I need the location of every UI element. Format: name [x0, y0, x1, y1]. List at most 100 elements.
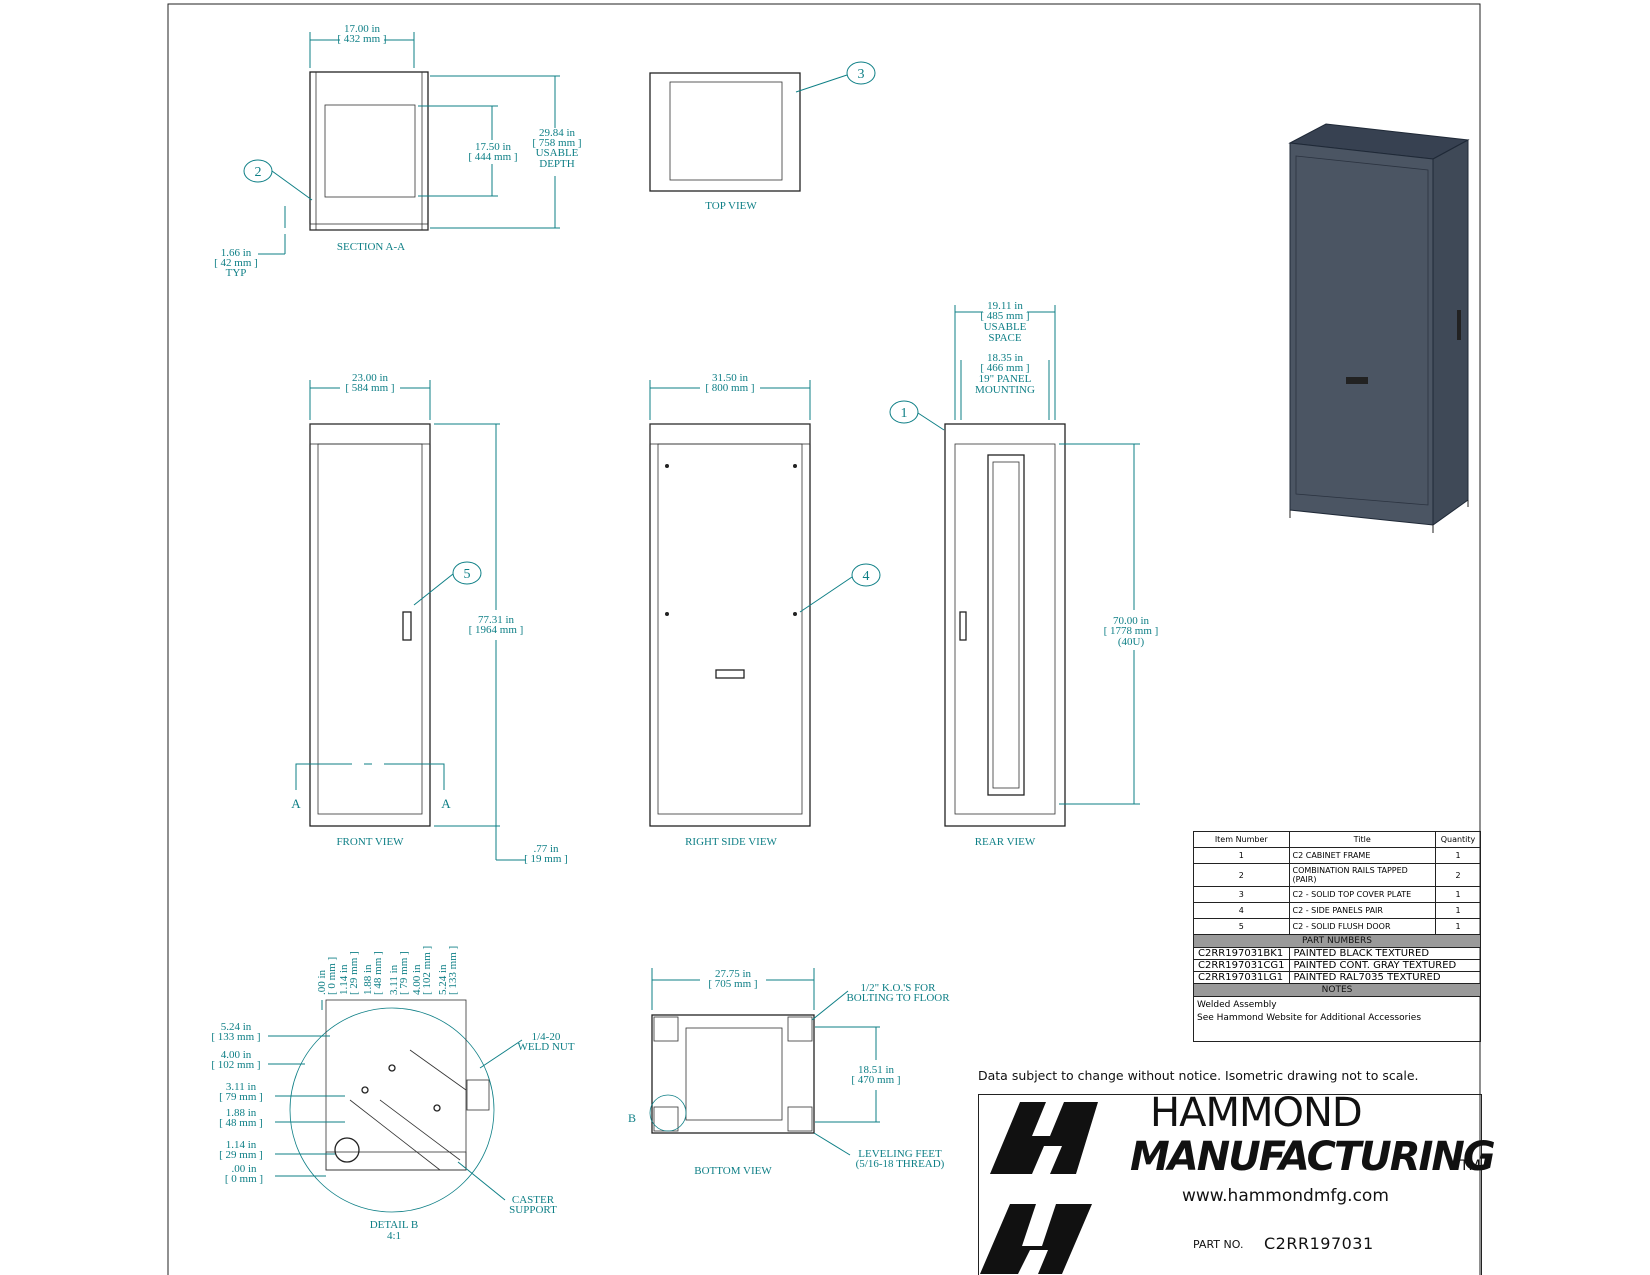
hammond-logo — [980, 1102, 1098, 1274]
dim-detail-left-0: 5.24 in — [221, 1021, 252, 1033]
dim-detail-weld: 1/4-20 — [532, 1031, 561, 1043]
dim-bottom-width-mm: [ 705 mm ] — [708, 978, 757, 990]
table-row: 5 C2 - SOLID FLUSH DOOR 1 — [1193, 918, 1481, 935]
bom-qty: 1 — [1435, 886, 1481, 903]
dim-detail-top-2: 1.88 in — [362, 964, 374, 995]
bottom-view: B 27.75 in [ 705 mm ] 18.51 in [ 470 mm … — [628, 968, 950, 1177]
dim-bottom-depth: 18.51 in — [858, 1064, 895, 1076]
bom-header-item: Item Number — [1193, 831, 1290, 848]
bom-item: 3 — [1193, 886, 1290, 903]
bom-title: C2 - SOLID FLUSH DOOR — [1288, 918, 1437, 935]
note-line: See Hammond Website for Additional Acces… — [1197, 1013, 1422, 1023]
bom-item: 2 — [1193, 863, 1290, 887]
brand-name-line2: MANUFACTURING — [1130, 1134, 1496, 1180]
dim-detail-left-1-mm: [ 102 mm ] — [211, 1059, 260, 1071]
dim-rear-panel-note1: 19" PANEL — [979, 373, 1032, 385]
dim-detail-top-4: 4.00 in — [411, 964, 423, 995]
trademark: TM — [1460, 1158, 1481, 1174]
part-no-value: C2RR197031 — [1264, 1234, 1374, 1253]
callout-3-label: 3 — [858, 67, 865, 82]
label-bottom-view: BOTTOM VIEW — [694, 1165, 772, 1177]
notes-header: NOTES — [1193, 983, 1481, 997]
callout-1-label: 1 — [901, 406, 908, 421]
disclaimer-footnote: Data subject to change without notice. I… — [978, 1068, 1419, 1083]
dim-section-depth-note2: DEPTH — [539, 158, 575, 170]
dim-detail-top-1-mm: [ 29 mm ] — [348, 951, 360, 995]
dim-side-width: 31.50 in — [712, 372, 749, 384]
part-number-desc: PAINTED RAL7035 TEXTURED — [1288, 971, 1482, 984]
section-aa-view: 17.00 in [ 432 mm ] 29.84 in [ 758 mm ] … — [214, 23, 581, 279]
dim-detail-left-0-mm: [ 133 mm ] — [211, 1031, 260, 1043]
dim-detail-top-3: 3.11 in — [388, 964, 400, 995]
part-number-row: C2RR197031BK1 PAINTED BLACK TEXTURED — [1193, 947, 1482, 960]
part-numbers-header-row: PART NUMBERS — [1193, 934, 1481, 948]
notes-header-row: NOTES — [1193, 983, 1481, 997]
bom-qty: 1 — [1435, 847, 1481, 864]
top-view: 3 TOP VIEW — [649, 61, 876, 212]
label-right-side-view: RIGHT SIDE VIEW — [685, 836, 777, 848]
dim-detail-top-1: 1.14 in — [338, 964, 350, 995]
bom-qty: 1 — [1435, 902, 1481, 919]
dim-rear-usable: 19.11 in — [987, 300, 1023, 312]
right-side-view: 31.50 in [ 800 mm ] 4 RIGHT SIDE VIEW — [649, 372, 881, 848]
dim-detail-caster-note: SUPPORT — [509, 1204, 557, 1216]
dim-rear-height-mm: [ 1778 mm ] — [1104, 625, 1159, 637]
detail-b-view: .00 in [ 0 mm ] 1.14 in [ 29 mm ] 1.88 i… — [211, 946, 574, 1242]
callout-3 — [846, 61, 876, 85]
dim-bottom-feet: LEVELING FEET — [858, 1148, 942, 1160]
website-url: www.hammondmfg.com — [1182, 1186, 1389, 1206]
callout-2-label: 2 — [255, 165, 262, 180]
dim-detail-left-3: 1.88 in — [226, 1107, 257, 1119]
dim-section-width-mm: [ 432 mm ] — [337, 33, 386, 45]
dim-section-depth: 29.84 in — [539, 127, 576, 139]
bill-of-materials: Item Number Title Quantity 1 C2 CABINET … — [1193, 831, 1482, 1042]
bom-qty: 1 — [1435, 918, 1481, 935]
dim-rear-usable-note2: SPACE — [988, 332, 1022, 344]
dim-bottom-feet-note: (5/16-18 THREAD) — [856, 1158, 945, 1170]
dim-section-depth-mm: [ 758 mm ] — [532, 137, 581, 149]
dim-detail-top-4-mm: [ 102 mm ] — [421, 946, 433, 995]
bom-title: C2 CABINET FRAME — [1288, 847, 1437, 864]
sheet-border — [167, 3, 1481, 1275]
callout-4 — [851, 563, 881, 587]
bom-header-qty: Quantity — [1435, 831, 1481, 848]
bom-item: 5 — [1193, 918, 1290, 935]
dim-detail-left-5: .00 in — [231, 1163, 257, 1175]
dim-section-inner: 17.50 in — [475, 141, 512, 153]
bom-item: 4 — [1193, 902, 1290, 919]
dim-detail-left-4-mm: [ 29 mm ] — [219, 1149, 263, 1161]
title-block — [978, 1094, 1482, 1275]
table-row: 4 C2 - SIDE PANELS PAIR 1 — [1193, 902, 1481, 919]
part-number: C2RR197031BK1 — [1193, 947, 1290, 960]
dim-bottom-width: 27.75 in — [715, 968, 752, 980]
brand-name-line1: HAMMOND — [1150, 1090, 1363, 1136]
bom-header-row: Item Number Title Quantity — [1193, 831, 1481, 848]
dim-detail-left-5-mm: [ 0 mm ] — [225, 1173, 263, 1185]
label-rear-view: REAR VIEW — [975, 836, 1036, 848]
dim-front-height-mm: [ 1964 mm ] — [469, 624, 524, 636]
dim-side-width-mm: [ 800 mm ] — [705, 382, 754, 394]
dim-rear-height-note: (40U) — [1118, 636, 1145, 648]
dim-rear-panel-note2: MOUNTING — [975, 384, 1035, 396]
part-number-row: C2RR197031LG1 PAINTED RAL7035 TEXTURED — [1193, 971, 1482, 984]
dim-detail-caster: CASTER — [512, 1194, 555, 1206]
dim-detail-top-3-mm: [ 79 mm ] — [398, 951, 410, 995]
part-number-desc: PAINTED BLACK TEXTURED — [1288, 947, 1482, 960]
callout-4-label: 4 — [863, 569, 870, 584]
note-line: Welded Assembly — [1197, 1000, 1277, 1010]
part-numbers-header: PART NUMBERS — [1193, 934, 1481, 948]
detail-marker-b: B — [628, 1111, 636, 1125]
dim-section-depth-note1: USABLE — [536, 147, 579, 159]
dim-detail-left-4: 1.14 in — [226, 1139, 257, 1151]
dim-rear-usable-note1: USABLE — [984, 321, 1027, 333]
label-section-aa: SECTION A-A — [337, 241, 405, 253]
part-number-row: C2RR197031CG1 PAINTED CONT. GRAY TEXTURE… — [1193, 959, 1482, 972]
dim-rear-usable-mm: [ 485 mm ] — [980, 310, 1029, 322]
table-row: 3 C2 - SOLID TOP COVER PLATE 1 — [1193, 886, 1481, 903]
rear-view: 19.11 in [ 485 mm ] USABLE SPACE 18.35 i… — [889, 300, 1159, 848]
bom-header-title: Title — [1288, 831, 1437, 848]
dim-detail-left-2: 3.11 in — [226, 1081, 257, 1093]
label-detail-b: DETAIL B — [370, 1219, 419, 1231]
dim-bottom-ko: 1/2" K.O.'S FOR — [861, 982, 937, 994]
